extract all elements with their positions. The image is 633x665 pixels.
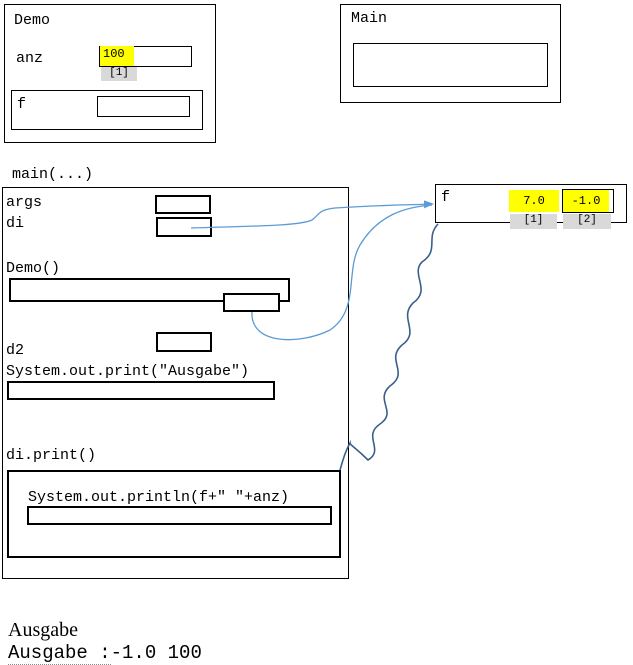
println-call-frame [27, 506, 332, 525]
output-line-prefix: Ausgabe : [8, 642, 111, 665]
di-print-label: di.print() [6, 447, 97, 464]
output-line-value: -1.0 100 [110, 642, 202, 664]
f-array-cell-1-value: 7.0 [509, 190, 559, 212]
f-array-cell-2-value: -1.0 [563, 190, 609, 212]
demo-ctor-label: Demo() [6, 260, 61, 277]
print-call-label: System.out.print("Ausgabe") [6, 363, 250, 380]
f-label: f [17, 96, 27, 113]
output-heading: Ausgabe [8, 619, 78, 641]
args-label: args [6, 194, 43, 211]
main-class-field [353, 43, 548, 87]
args-field [155, 195, 211, 214]
di-reference-arrow [190, 200, 434, 229]
di-label: di [6, 215, 25, 232]
output-line: Ausgabe :-1.0 100 [8, 642, 202, 665]
anz-index: [1] [101, 67, 137, 81]
anz-label: anz [16, 50, 44, 67]
f-field [97, 96, 190, 117]
demo-ctor-field [223, 293, 280, 312]
demo-ctor-frame [9, 278, 290, 302]
f-array-cell-2-index: [2] [563, 214, 611, 229]
f-array-label: f [441, 189, 451, 206]
main-class-title: Main [351, 10, 388, 27]
anz-value: 100 [100, 46, 134, 66]
di-print-wavy-connector [339, 223, 439, 471]
f-array-cell-1-index: [1] [510, 214, 557, 229]
main-method-title: main(...) [12, 166, 94, 183]
d2-field [156, 332, 212, 352]
demo-class-title: Demo [14, 12, 51, 29]
d2-label: d2 [6, 342, 25, 359]
demo-ctor-reference-arrow [251, 204, 433, 341]
print-call-frame [7, 381, 275, 400]
println-call-label: System.out.println(f+" "+anz) [28, 489, 290, 506]
